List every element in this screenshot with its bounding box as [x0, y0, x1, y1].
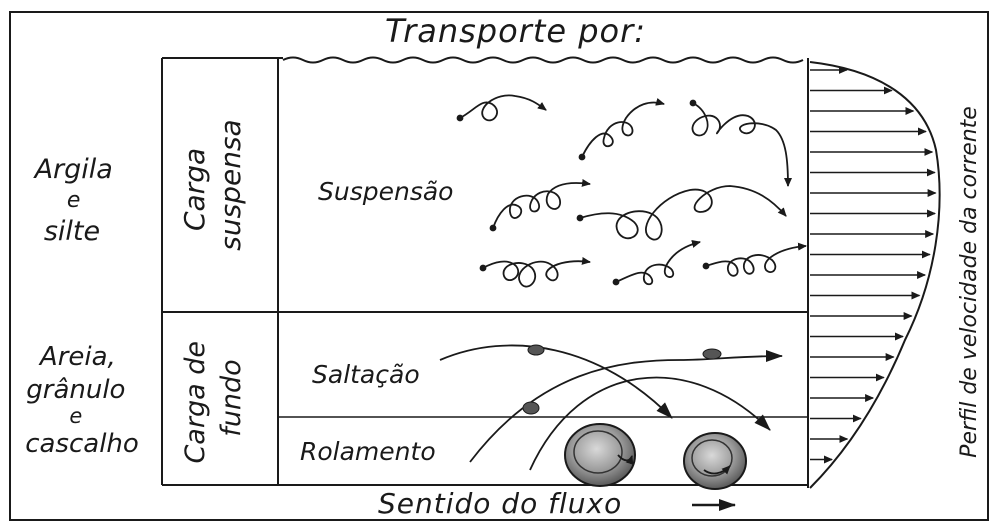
velocity-profile-curve [809, 61, 941, 489]
suspension-path-6 [482, 256, 591, 288]
water-surface [282, 56, 804, 64]
saltation-label: Saltação [312, 360, 420, 389]
suspension-path-8 [705, 242, 807, 277]
pebble-2 [683, 432, 747, 490]
suspension-path-7 [615, 240, 701, 286]
suspended-load-label: Carga suspensa [178, 119, 247, 250]
suspension-label: Suspensão [318, 177, 453, 206]
rolling-pebbles [564, 423, 747, 490]
saltation-grain-1 [527, 344, 545, 356]
suspension-trajectories [456, 94, 807, 288]
suspension-path-2 [581, 97, 665, 158]
velocity-profile [809, 61, 941, 489]
bed-line-1: Carga de [180, 341, 211, 464]
pebble-1 [564, 423, 636, 487]
saltation-path-1 [439, 344, 673, 419]
fine-sediment-label: Argila e silte [33, 154, 122, 247]
suspension-path-4 [492, 178, 591, 229]
table-lines [161, 57, 809, 488]
svg-text:Carga suspensa: Carga suspensa [178, 119, 247, 250]
rolling-label: Rolamento [300, 437, 436, 466]
suspended-line-2: suspensa [214, 119, 247, 250]
fine-line-2: e [67, 188, 81, 213]
svg-text:Carga de fundo: Carga de fundo [180, 332, 247, 463]
bed-line-2: fundo [216, 359, 247, 436]
svg-text:Perfil de velocidade da corren: Perfil de velocidade da corrente [957, 106, 982, 458]
title: Transporte por: [385, 12, 646, 50]
suspended-line-1: Carga [178, 148, 211, 231]
coarse-line-4: cascalho [25, 429, 139, 459]
suspension-path-5 [579, 185, 787, 241]
coarse-line-2: grânulo [26, 375, 125, 405]
outer-frame [9, 11, 989, 521]
velocity-profile-arrows [810, 66, 937, 464]
saltation-trajectories [439, 344, 783, 471]
saltation-path-3 [529, 376, 771, 471]
suspension-path-1 [459, 94, 547, 122]
flow-direction-label: Sentido do fluxo [378, 487, 622, 520]
saltation-grain-2 [702, 348, 722, 360]
saltation-grain-3 [522, 401, 540, 415]
coarse-sediment-label: Areia, grânulo e cascalho [25, 342, 139, 459]
fine-line-1: Argila [33, 154, 113, 185]
fine-line-3: silte [44, 216, 100, 247]
bed-load-label: Carga de fundo [180, 332, 247, 464]
velocity-profile-label: Perfil de velocidade da corrente [957, 106, 982, 458]
coarse-line-3: e [69, 404, 82, 428]
suspension-path-3 [691, 102, 792, 187]
coarse-line-1: Areia, [38, 342, 116, 372]
